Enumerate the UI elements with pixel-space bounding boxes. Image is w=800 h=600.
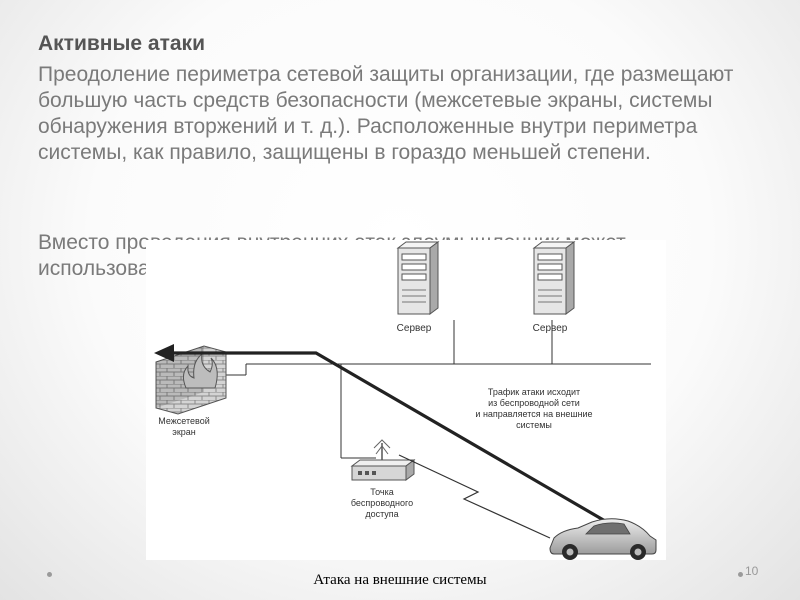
access-point-label-1: Точка [370,487,393,497]
attack-diagram-svg: Межсетевой экран Сервер [154,241,657,560]
access-point-label-2: беспроводного [351,498,413,508]
wireless-link [398,454,551,539]
diagram-caption: Атака на внешние системы [313,572,487,588]
attack-note-1: Трафик атаки исходит [488,387,580,397]
server-icon-left [396,241,440,315]
bullet-dot-left [47,572,52,577]
server-label-right: Сервер [533,323,568,334]
paragraph-perimeter: Преодоление периметра сетевой защиты орг… [38,63,734,164]
firewall-label-1: Межсетевой [158,416,209,426]
slide-title: Активные атаки [38,32,205,55]
firewall-label-2: экран [172,427,196,437]
attack-note-3: и направляется на внешние [475,409,592,419]
attack-note-4: системы [516,420,552,430]
server-label-left: Сервер [397,323,432,334]
attack-diagram: Межсетевой экран Сервер [146,240,666,560]
car-icon [549,518,657,560]
bullet-dot-right [738,572,743,577]
server-icon-right [532,241,576,315]
attack-note-2: из беспроводной сети [488,398,580,408]
access-point-icon [350,439,416,481]
attack-traffic-arrow [154,344,613,527]
firewall-icon [155,345,227,415]
page-number: 10 [745,564,759,578]
access-point-label-3: доступа [365,509,398,519]
network-lines [226,320,651,459]
